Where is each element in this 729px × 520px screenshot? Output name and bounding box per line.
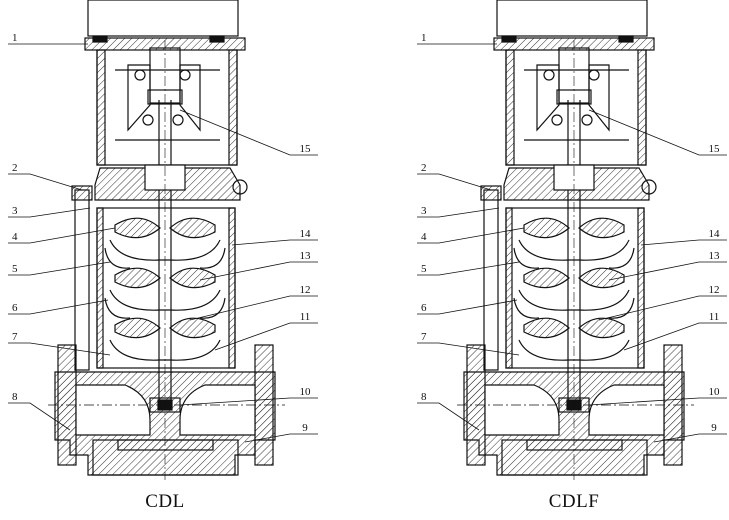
leader-line	[598, 295, 727, 321]
part-number-label: 11	[300, 311, 311, 323]
leader-line	[417, 299, 518, 315]
leader-line	[417, 342, 520, 356]
leader-line	[231, 239, 318, 246]
leader-line	[199, 261, 318, 281]
leader-line	[417, 207, 500, 218]
diagram-caption-cdl: CDL	[145, 491, 185, 512]
part-number-label: 13	[709, 250, 721, 262]
part-number-label: 7	[12, 331, 18, 343]
leader-line	[179, 397, 318, 406]
leader-line	[8, 227, 116, 244]
part-number-label: 7	[421, 331, 427, 343]
part-number-label: 5	[421, 263, 427, 275]
part-labels-left: 1 2 3 4 5 6 7 8	[421, 32, 427, 403]
leader-lines-left	[417, 43, 727, 443]
part-number-label: 2	[12, 162, 18, 174]
part-number-label: 4	[421, 231, 427, 243]
leader-line	[8, 342, 111, 356]
leader-lines-left	[8, 43, 318, 443]
part-number-label: 4	[12, 231, 18, 243]
part-number-label: 15	[300, 143, 312, 155]
part-labels-right: 15 14 13 12 11 10 9	[709, 143, 721, 434]
leader-line	[417, 261, 520, 276]
part-number-label: 10	[300, 386, 312, 398]
leader-line	[8, 207, 91, 218]
part-number-label: 1	[12, 32, 18, 44]
part-number-label: 6	[12, 302, 18, 314]
part-number-label: 15	[709, 143, 721, 155]
part-number-label: 14	[300, 228, 312, 240]
part-number-label: 1	[421, 32, 427, 44]
leader-line	[417, 227, 525, 244]
part-number-label: 12	[300, 284, 311, 296]
leader-line	[8, 261, 111, 276]
leader-line	[640, 239, 727, 246]
part-number-label: 9	[711, 422, 717, 434]
part-number-label: 6	[421, 302, 427, 314]
leader-line	[588, 397, 727, 406]
part-number-label: 13	[300, 250, 312, 262]
part-number-label: 2	[421, 162, 427, 174]
leader-line	[179, 109, 318, 156]
leader-line	[417, 173, 492, 191]
leader-line	[8, 299, 109, 315]
part-number-label: 8	[12, 391, 18, 403]
leader-line	[214, 322, 318, 351]
part-number-label: 10	[709, 386, 721, 398]
part-number-label: 14	[709, 228, 721, 240]
leader-line	[8, 402, 71, 431]
leader-line	[8, 173, 83, 191]
leader-line	[244, 433, 318, 443]
part-number-label: 3	[12, 205, 18, 217]
motor-housing	[87, 0, 239, 37]
part-number-label: 3	[421, 205, 427, 217]
part-labels-right: 15 14 13 12 11 10 9	[300, 143, 312, 434]
leader-line	[189, 295, 318, 321]
leader-line	[653, 433, 727, 443]
leader-line	[588, 109, 727, 156]
part-number-label: 5	[12, 263, 18, 275]
part-number-label: 8	[421, 391, 427, 403]
part-number-label: 9	[302, 422, 308, 434]
leader-line	[417, 402, 480, 431]
diagram-caption-cdlf: CDLF	[549, 491, 600, 512]
part-number-label: 12	[709, 284, 720, 296]
part-labels-left: 1 2 3 4 5 6 7 8	[12, 32, 18, 403]
leader-line	[608, 261, 727, 281]
leader-line	[623, 322, 727, 351]
part-number-label: 11	[709, 311, 720, 323]
